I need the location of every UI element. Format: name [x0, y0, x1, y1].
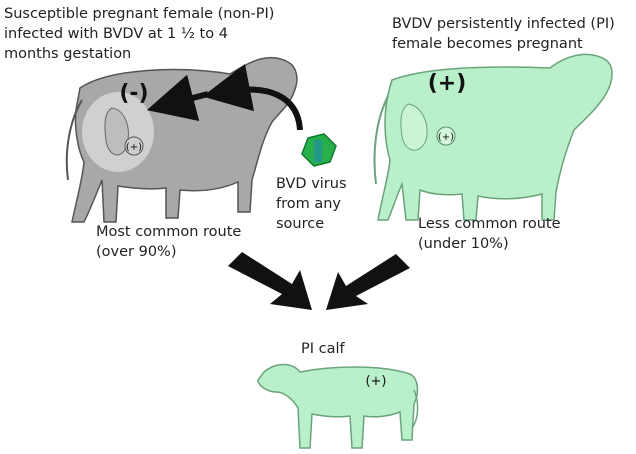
virus-icon: [302, 134, 336, 166]
calf-status: (+): [365, 374, 386, 389]
right-fetus-status: (+): [438, 132, 454, 143]
left-dam-status: (-): [119, 81, 148, 106]
susceptible-cow: (+) (-): [67, 58, 297, 222]
right-title: BVDV persistently infected (PI) female b…: [392, 14, 615, 54]
virus-label: BVD virus from any source: [276, 174, 347, 234]
left-fetus-status: (+): [126, 142, 142, 153]
pi-calf: (+): [258, 365, 418, 449]
most-common-route-label: Most common route (over 90%): [96, 222, 241, 262]
less-common-route-label: Less common route (under 10%): [418, 214, 561, 254]
right-arrow-icon: [326, 254, 410, 310]
pi-cow: (+) (+): [375, 54, 613, 220]
right-dam-status: (+): [428, 71, 467, 96]
pi-calf-label: PI calf: [301, 339, 345, 359]
left-title: Susceptible pregnant female (non-PI) inf…: [4, 4, 274, 64]
